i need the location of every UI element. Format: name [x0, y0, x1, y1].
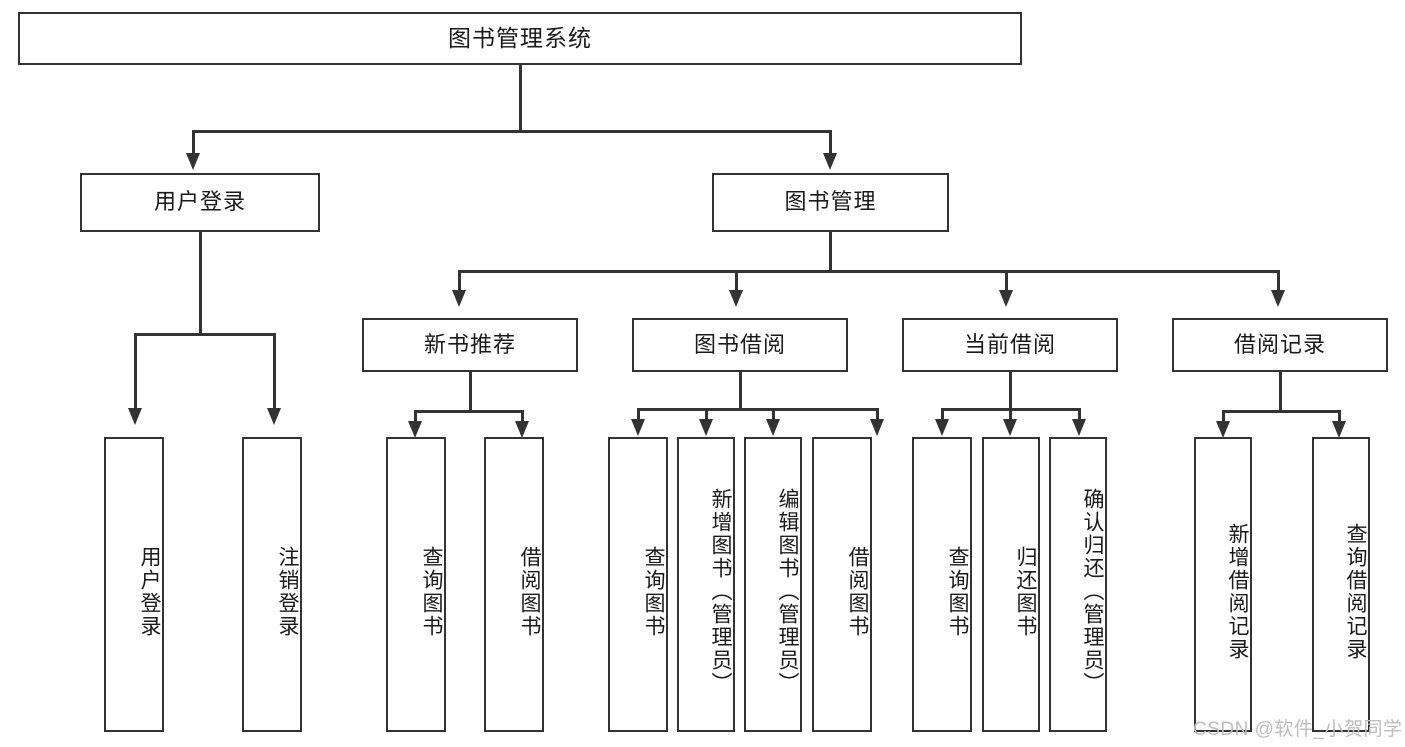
edge-book-borrow-drop-3 [772, 408, 775, 422]
leaf-add-book-admin[interactable]: 新增图书（管理员） [677, 437, 735, 732]
edge-book-borrow-drop-1 [637, 408, 640, 422]
node-user-login[interactable]: 用户登录 [80, 173, 320, 232]
edge-level1-bus [192, 130, 832, 133]
leaf-borrow-book[interactable]: 借阅图书 [812, 437, 872, 732]
edge-book-borrow-bus [637, 408, 879, 411]
arrow-to-leaf-borrow-book-1 [515, 421, 529, 438]
edge-new-book-bus [414, 410, 524, 413]
node-book-management[interactable]: 图书管理 [712, 173, 949, 232]
leaf-query-book-current[interactable]: 查询图书 [912, 437, 972, 732]
arrow-to-leaf-query-record [1332, 421, 1346, 438]
arrow-to-leaf-borrow-book-2 [870, 419, 884, 436]
arrow-to-leaf-query-book-1 [408, 421, 422, 438]
arrow-to-current-borrow [999, 290, 1013, 307]
edge-current-borrow-drop-2 [1009, 408, 1012, 422]
leaf-add-borrow-record[interactable]: 新增借阅记录 [1194, 437, 1252, 732]
arrow-to-leaf-logout [267, 408, 281, 425]
arrow-to-leaf-user-login [128, 408, 142, 425]
edge-user-login-drop-1 [134, 333, 137, 411]
edge-current-borrow-stem [1009, 372, 1012, 410]
leaf-return-book[interactable]: 归还图书 [982, 437, 1040, 732]
arrow-to-leaf-query-book-3 [935, 419, 949, 436]
leaf-user-login[interactable]: 用户登录 [104, 437, 164, 732]
edge-current-borrow-drop-1 [941, 408, 944, 422]
arrow-to-new-book-recommend [452, 290, 466, 307]
edge-new-book-stem [469, 372, 472, 412]
node-current-borrow[interactable]: 当前借阅 [902, 318, 1118, 372]
leaf-confirm-return-admin[interactable]: 确认归还（管理员） [1049, 437, 1107, 732]
arrow-to-user-login [186, 153, 200, 170]
edge-book-management-stem [829, 232, 832, 272]
edge-level1-drop-right [829, 130, 832, 156]
edge-level2-drop-2 [735, 270, 738, 292]
edge-book-borrow-drop-2 [705, 408, 708, 422]
node-root-book-management-system[interactable]: 图书管理系统 [18, 12, 1022, 65]
edge-new-book-drop-2 [521, 410, 524, 424]
edge-user-login-drop-2 [273, 333, 276, 411]
edge-level1-drop-left [192, 130, 195, 156]
edge-level2-drop-3 [1005, 270, 1008, 292]
edge-level2-drop-4 [1277, 270, 1280, 292]
arrow-to-book-management [823, 153, 837, 170]
arrow-to-leaf-edit-book [766, 419, 780, 436]
leaf-query-book-recommend[interactable]: 查询图书 [386, 437, 446, 732]
leaf-query-borrow-record[interactable]: 查询借阅记录 [1312, 437, 1370, 732]
arrow-to-leaf-query-book-2 [631, 419, 645, 436]
edge-user-login-stem [199, 232, 202, 335]
arrow-to-leaf-add-book [699, 419, 713, 436]
leaf-logout[interactable]: 注销登录 [242, 437, 302, 732]
watermark: CSDN @软件_小贺同学 [1193, 719, 1403, 740]
arrow-to-leaf-add-record [1216, 421, 1230, 438]
leaf-borrow-book-recommend[interactable]: 借阅图书 [484, 437, 544, 732]
edge-borrow-record-stem [1279, 372, 1282, 412]
edge-new-book-drop-1 [414, 410, 417, 424]
node-borrow-record[interactable]: 借阅记录 [1172, 318, 1388, 372]
edge-book-borrow-stem [739, 372, 742, 410]
node-new-book-recommend[interactable]: 新书推荐 [362, 318, 578, 372]
node-book-borrow[interactable]: 图书借阅 [632, 318, 848, 372]
arrow-to-leaf-confirm-return [1072, 419, 1086, 436]
edge-user-login-bus [134, 333, 276, 336]
arrow-to-borrow-record [1271, 290, 1285, 307]
edge-borrow-record-drop-2 [1338, 410, 1341, 424]
edge-current-borrow-drop-3 [1078, 408, 1081, 422]
edge-borrow-record-bus [1222, 410, 1341, 413]
edge-borrow-record-drop-1 [1222, 410, 1225, 424]
edge-level2-drop-1 [458, 270, 461, 292]
edge-level2-bus [458, 270, 1280, 273]
edge-book-borrow-drop-4 [876, 408, 879, 422]
leaf-query-book-borrow[interactable]: 查询图书 [608, 437, 668, 732]
edge-root-stem [519, 65, 522, 130]
leaf-edit-book-admin[interactable]: 编辑图书（管理员） [744, 437, 802, 732]
arrow-to-book-borrow [729, 290, 743, 307]
arrow-to-leaf-return-book [1003, 419, 1017, 436]
